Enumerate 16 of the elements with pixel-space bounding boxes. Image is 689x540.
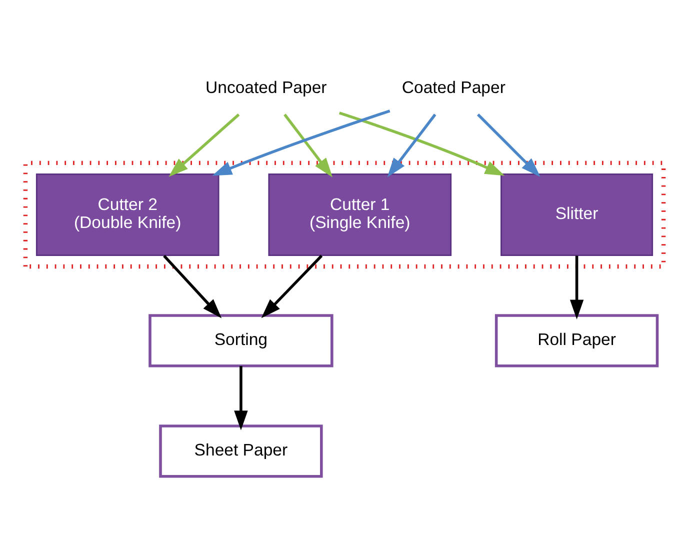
arrow (387, 114, 436, 178)
node-box: Sheet Paper (159, 424, 323, 478)
arrow (477, 114, 540, 178)
arrow (570, 256, 584, 320)
node-box: Roll Paper (494, 314, 659, 368)
arrow (338, 112, 505, 176)
node-box: Cutter 2 (Double Knife) (36, 173, 220, 256)
node-box: Slitter (500, 173, 654, 256)
node-box: Sorting (148, 314, 334, 368)
node-text: Coated Paper (402, 78, 506, 98)
arrow (284, 114, 333, 178)
node-box: Cutter 1 (Single Knife) (268, 173, 452, 256)
arrow (168, 113, 240, 177)
node-text: Uncoated Paper (205, 78, 327, 98)
arrow (234, 366, 248, 430)
arrow (212, 110, 390, 176)
